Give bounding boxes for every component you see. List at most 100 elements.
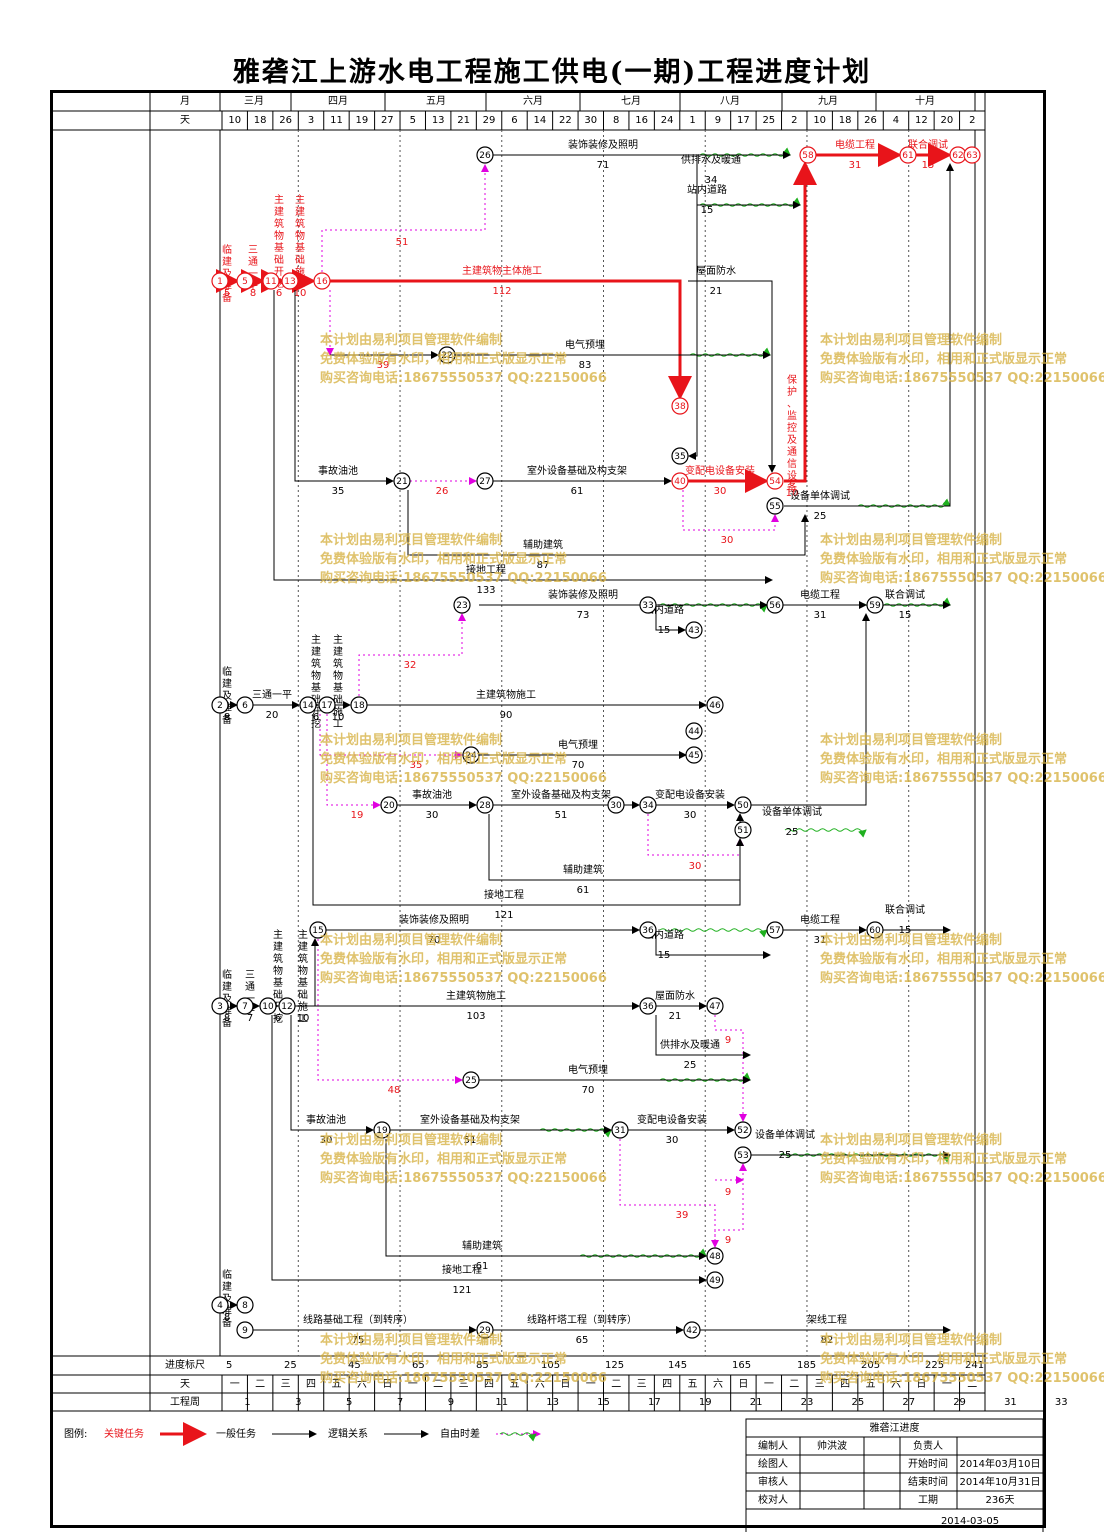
event-node-circle: [685, 746, 703, 764]
task-name-t23: 主: [311, 634, 321, 646]
task-duration-t47: 70: [582, 1085, 595, 1096]
week-9: 17: [648, 1397, 661, 1408]
event-node-n24: 24: [462, 746, 480, 764]
task-name-t35: 辅助建筑: [563, 863, 603, 876]
day-29: 20: [940, 115, 953, 126]
task-arrow-t49: [271, 1015, 707, 1284]
week-2: 3: [295, 1397, 301, 1408]
task-name-t1: 建: [222, 255, 232, 268]
task-arrow-t32: [751, 613, 870, 806]
event-node-n10: 10: [259, 997, 277, 1015]
scale-tick-11: 205: [861, 1360, 880, 1371]
task-duration-t57: 65: [576, 1335, 589, 1346]
task-name-t24: 主: [333, 634, 343, 646]
weekday-8: 一: [408, 1379, 418, 1390]
weekday-12: 五: [509, 1379, 519, 1390]
event-node-circle: [313, 272, 331, 290]
lag-label-d5: 32: [404, 660, 417, 671]
task-name-t32: 设备单体调试: [762, 805, 822, 818]
lag-label-d13: 9: [725, 1187, 731, 1198]
event-node-label: 59: [869, 601, 881, 611]
event-node-label: 9: [242, 1326, 248, 1336]
event-node-n22: 22: [438, 346, 456, 364]
task-duration-t48: 61: [476, 1261, 489, 1272]
event-node-circle: [639, 596, 657, 614]
scale-tick-1: 5: [226, 1360, 232, 1371]
task-arrow-t18: [688, 155, 698, 460]
task-duration-t26: 73: [577, 610, 590, 621]
info-val2-4: 236天: [985, 1495, 1014, 1506]
lag-label-d3: 26: [436, 486, 449, 497]
event-node-n63: 63: [963, 146, 981, 164]
event-node-label: 17: [321, 701, 332, 711]
task-name-t3: 主: [274, 194, 284, 206]
task-name-t20: 设备单体调试: [790, 489, 850, 502]
event-node-n28: 28: [476, 796, 494, 814]
event-node-circle: [866, 596, 884, 614]
weekday-22: 一: [764, 1379, 774, 1390]
event-node-n23: 23: [453, 596, 471, 614]
task-arrow-t35: [488, 814, 744, 881]
event-node-n46: 46: [706, 696, 724, 714]
event-node-circle: [309, 921, 327, 939]
event-node-n47: 47: [706, 997, 724, 1015]
event-node-circle: [462, 1071, 480, 1089]
event-node-n27: 27: [476, 472, 494, 490]
event-node-label: 62: [952, 151, 963, 161]
task-duration-t5: 112: [492, 286, 511, 297]
task-name-t7: 通: [787, 446, 797, 458]
task-duration-t42: 103: [466, 1011, 485, 1022]
task-name-t1: 备: [222, 291, 232, 304]
task-duration-t53: 25: [684, 1060, 697, 1071]
task-name-t1: 准: [222, 280, 232, 292]
weekday-5: 五: [331, 1379, 341, 1390]
event-node-label: 22: [441, 351, 452, 361]
event-node-label: 2: [217, 701, 223, 711]
task-duration-t55: 8: [224, 1312, 230, 1323]
task-duration-t4: 10: [294, 288, 307, 299]
task-name-t39: 建: [273, 940, 283, 953]
day-12: 6: [511, 115, 517, 126]
event-node-n50: 50: [734, 796, 752, 814]
event-node-label: 44: [688, 727, 700, 737]
event-node-circle: [683, 1321, 701, 1339]
task-name-t12: 电气预埋: [565, 338, 605, 351]
task-name-t23: 挖: [311, 717, 321, 730]
day-25: 18: [839, 115, 852, 126]
float-line-f4: [857, 498, 951, 508]
task-name-t23: 建: [311, 645, 321, 658]
task-duration-t9: 15: [922, 160, 935, 171]
event-node-circle: [281, 272, 299, 290]
day-7: 27: [381, 115, 394, 126]
event-node-circle: [262, 272, 280, 290]
weekday-30: 二: [967, 1379, 977, 1390]
task-duration-t25: 90: [500, 710, 513, 721]
event-node-circle: [639, 997, 657, 1015]
event-node-n1: 1: [211, 272, 229, 290]
event-node-n54: 54: [766, 472, 784, 490]
event-node-label: 36: [642, 926, 654, 936]
task-arrow-t5: [330, 279, 692, 400]
event-node-circle: [453, 596, 471, 614]
weekday-10: 三: [459, 1379, 469, 1390]
event-node-n18: 18: [350, 696, 368, 714]
info-key-2: 绘图人: [758, 1457, 788, 1470]
month-6: 八月: [720, 95, 740, 107]
event-node-n29: 29: [476, 1321, 494, 1339]
event-node-n34: 34: [639, 796, 657, 814]
week-4: 7: [397, 1397, 403, 1408]
day-27: 4: [893, 115, 899, 126]
day-6: 19: [356, 115, 369, 126]
task-name-t56: 线路基础工程（到转序）: [303, 1313, 413, 1326]
event-node-label: 57: [769, 926, 780, 936]
day-13: 14: [534, 115, 547, 126]
day-8: 5: [410, 115, 416, 126]
event-node-label: 10: [262, 1002, 274, 1012]
task-name-t39: 筑: [273, 952, 283, 965]
task-name-t4: 工: [295, 279, 305, 290]
task-name-t24: 筑: [333, 657, 343, 670]
event-node-n59: 59: [866, 596, 884, 614]
task-name-t2: 三: [248, 245, 258, 256]
task-duration-t24: 10: [332, 712, 345, 723]
lag-label-d1: 51: [396, 237, 409, 248]
